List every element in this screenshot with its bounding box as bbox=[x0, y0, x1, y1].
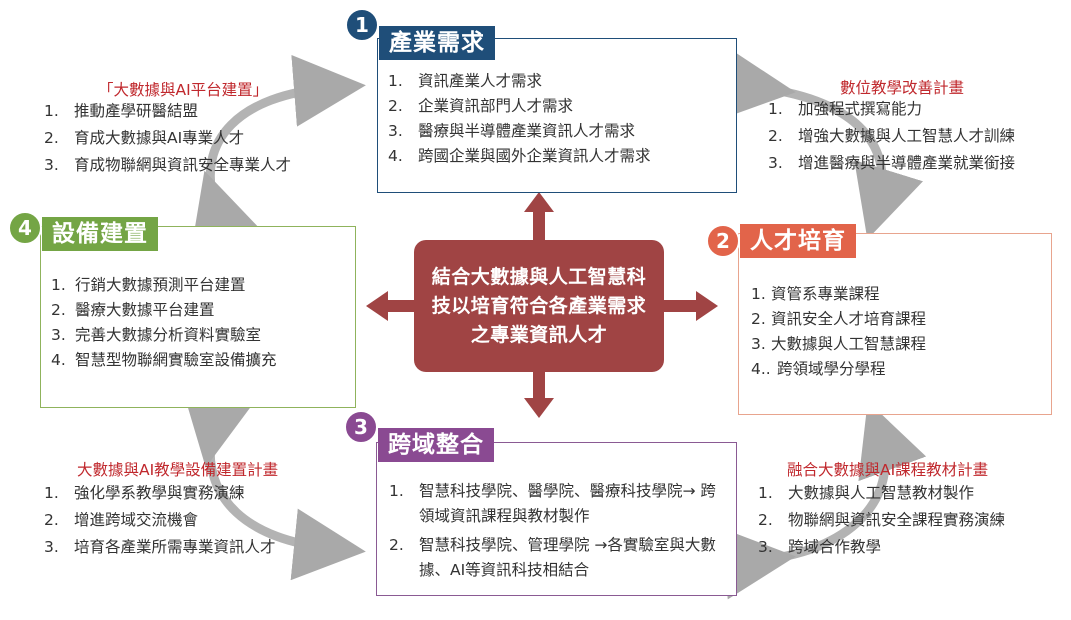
list-item: 4.跨國企業與國外企業資訊人才需求 bbox=[388, 147, 651, 165]
curved-arrow-top-left bbox=[191, 54, 366, 250]
panel-talent-cultivation: 1.資管系專業課程 2.資訊安全人才培育課程 3.大數據與人工智慧課程 4..跨… bbox=[738, 233, 1052, 415]
center-goal-text: 結合大數據與人工智慧科技以培育符合各產業需求之專業資訊人才 bbox=[431, 265, 647, 346]
curved-arrow-bottom-left bbox=[182, 390, 366, 581]
curved-arrow-top-right bbox=[719, 47, 924, 240]
list-item: 2.智慧科技學院、管理學院 →各實驗室與大數據、AI等資訊科技相結合 bbox=[389, 536, 716, 579]
panel-2-title: 人才培育 bbox=[740, 224, 856, 258]
annotation-title-bottom-left: 大數據與AI教學設備建置計畫 bbox=[77, 461, 279, 479]
annotation-title-top-right: 數位教學改善計畫 bbox=[840, 79, 965, 97]
list-item: 1.資訊產業人才需求 bbox=[388, 72, 543, 90]
list-item: 2.育成大數據與AI專業人才 bbox=[44, 129, 245, 147]
list-item: 1.行銷大數據預測平台建置 bbox=[51, 276, 246, 294]
panel-1-number-badge: 1 bbox=[345, 8, 379, 42]
center-arrows bbox=[366, 192, 718, 418]
list-item: 4..跨領域學分學程 bbox=[751, 360, 886, 378]
panel-cross-domain-integration: 1.智慧科技學院、醫學院、醫療科技學院→ 跨領域資訊課程與教材製作 2.智慧科技… bbox=[376, 442, 737, 596]
list-item: 3.完善大數據分析資料實驗室 bbox=[51, 326, 262, 344]
panel-1-title: 產業需求 bbox=[379, 26, 495, 60]
panel-4-title: 設備建置 bbox=[42, 217, 158, 251]
curved-arrow-bottom-right bbox=[720, 401, 927, 600]
annotation-title-top-left: 「大數據與AI平台建置」 bbox=[98, 81, 269, 99]
center-goal-box: 結合大數據與人工智慧科技以培育符合各產業需求之專業資訊人才 bbox=[414, 240, 664, 372]
list-item: 2.物聯網與資訊安全課程實務演練 bbox=[758, 511, 1006, 529]
list-item: 3.跨域合作教學 bbox=[758, 538, 882, 556]
panel-3-number-badge: 3 bbox=[344, 410, 378, 444]
panel-equipment-setup: 1.行銷大數據預測平台建置 2.醫療大數據平台建置 3.完善大數據分析資料實驗室… bbox=[40, 226, 356, 408]
list-item: 3.培育各產業所需專業資訊人才 bbox=[44, 538, 276, 556]
panel-4-number-badge: 4 bbox=[8, 211, 42, 245]
list-item: 1.大數據與人工智慧教材製作 bbox=[758, 484, 975, 502]
panel-1-list: 1.資訊產業人才需求 2.企業資訊部門人才需求 3.醫療與半導體產業資訊人才需求… bbox=[388, 69, 651, 169]
panel-industry-demand: 1.資訊產業人才需求 2.企業資訊部門人才需求 3.醫療與半導體產業資訊人才需求… bbox=[377, 38, 737, 193]
list-item: 3.醫療與半導體產業資訊人才需求 bbox=[388, 122, 636, 140]
list-item: 3.大數據與人工智慧課程 bbox=[751, 335, 927, 353]
annotation-list-bottom-right: 1.大數據與人工智慧教材製作 2.物聯網與資訊安全課程實務演練 3.跨域合作教學 bbox=[758, 480, 1005, 561]
list-item: 2.企業資訊部門人才需求 bbox=[388, 97, 574, 115]
list-item: 3.育成物聯網與資訊安全專業人才 bbox=[44, 156, 292, 174]
list-item: 1.推動產學研醫結盟 bbox=[44, 102, 199, 120]
list-item: 1.強化學系教學與實務演練 bbox=[44, 484, 245, 502]
panel-4-list: 1.行銷大數據預測平台建置 2.醫療大數據平台建置 3.完善大數據分析資料實驗室… bbox=[51, 273, 277, 373]
list-item: 1.加強程式撰寫能力 bbox=[768, 100, 923, 118]
list-item: 2.增進跨域交流機會 bbox=[44, 511, 199, 529]
panel-2-number-badge: 2 bbox=[706, 224, 740, 258]
panel-3-title: 跨域整合 bbox=[378, 428, 494, 462]
annotation-list-bottom-left: 1.強化學系教學與實務演練 2.增進跨域交流機會 3.培育各產業所需專業資訊人才 bbox=[44, 480, 276, 561]
annotation-list-top-right: 1.加強程式撰寫能力 2.增強大數據與人工智慧人才訓練 3.增進醫療與半導體產業… bbox=[768, 96, 1015, 177]
list-item: 3.增進醫療與半導體產業就業銜接 bbox=[768, 154, 1016, 172]
list-item: 2.增強大數據與人工智慧人才訓練 bbox=[768, 127, 1016, 145]
list-item: 4.智慧型物聯網實驗室設備擴充 bbox=[51, 351, 277, 369]
annotation-title-bottom-right: 融合大數據與AI課程教材計畫 bbox=[787, 461, 989, 479]
list-item: 1.智慧科技學院、醫學院、醫療科技學院→ 跨領域資訊課程與教材製作 bbox=[389, 482, 716, 525]
list-item: 2.醫療大數據平台建置 bbox=[51, 301, 215, 319]
list-item: 2.資訊安全人才培育課程 bbox=[751, 310, 927, 328]
list-item: 1.資管系專業課程 bbox=[751, 285, 880, 303]
annotation-list-top-left: 1.推動產學研醫結盟 2.育成大數據與AI專業人才 3.育成物聯網與資訊安全專業… bbox=[44, 98, 291, 179]
panel-2-list: 1.資管系專業課程 2.資訊安全人才培育課程 3.大數據與人工智慧課程 4..跨… bbox=[751, 282, 926, 382]
panel-3-list: 1.智慧科技學院、醫學院、醫療科技學院→ 跨領域資訊課程與教材製作 2.智慧科技… bbox=[389, 479, 724, 583]
